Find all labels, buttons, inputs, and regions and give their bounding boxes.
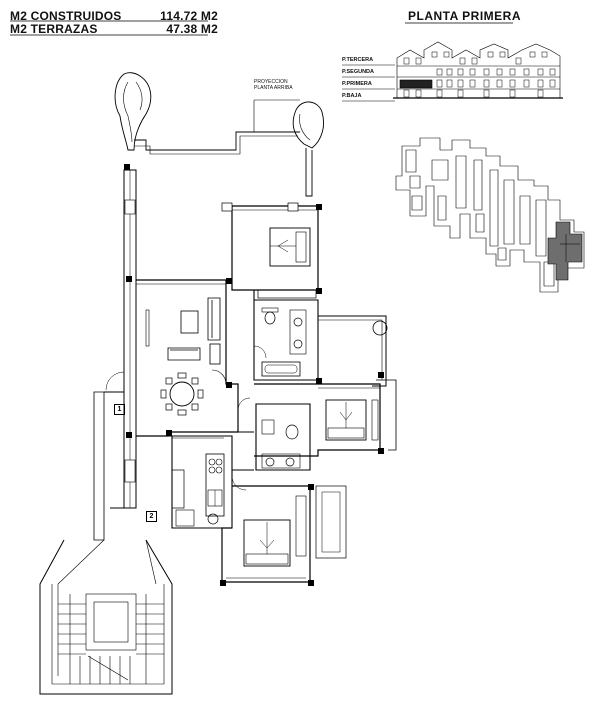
projection-note-line-2: PLANTA ARRIBA [254,85,293,91]
bed-bottom-pillow [245,553,289,565]
toilet-2 [285,424,299,440]
bedroom-bottom [221,485,347,583]
level-label-primera: P.PRIMERA [342,81,372,87]
built-area-value: 114.72 M2 [160,9,218,23]
projection-note-line-1: PROYECCION [254,79,288,85]
kitchen-counter [205,453,225,517]
stair-terrace-outline [39,539,173,695]
terrace-area-value: 47.38 M2 [166,22,218,36]
bed-middle-pillow [327,427,365,439]
curved-planter-left [114,72,152,151]
highlighted-unit-site [547,221,583,281]
living-room-walls [136,279,239,437]
bath1-door-swing [253,345,267,359]
highlighted-unit-elevation [399,79,433,89]
elevation-windows [403,51,556,98]
entrance-pillar [93,391,105,541]
bedroom-top [221,202,319,299]
dining-table [169,381,195,407]
site-blocks [405,149,555,287]
kitchen-walls [168,435,233,529]
bathroom-2 [255,403,311,471]
terrace-rail-right [305,148,313,197]
vanity-2 [261,453,301,469]
stair-steps [58,593,164,684]
summary-rules [10,20,208,36]
built-area-label: M2 CONSTRUIDOS [10,9,122,23]
hallway [231,397,254,491]
level-label-segunda: P.SEGUNDA [342,69,374,75]
entrance-wall [104,391,125,509]
elevation-outline [396,41,561,99]
main-floor-plan [39,72,397,695]
right-terrace-rail [318,315,387,387]
closet-middle [371,399,379,441]
dining-chairs [160,372,204,416]
bedroom-bottom-walls [221,485,311,583]
structural-columns [124,164,384,586]
round-planter [372,320,388,336]
cooktop [208,458,223,474]
right-terrace [318,315,397,451]
bed-bottom [243,519,291,567]
sofa-side [207,297,221,341]
entrance-marker-2: 2 [146,511,157,522]
terrace-rail-upper [134,131,300,151]
west-wall [123,169,137,509]
bathtub-1 [261,361,301,377]
bedroom-middle-walls [254,383,381,457]
basin-1b [293,339,303,349]
toilet-1 [264,311,276,325]
bathroom-2-walls [255,403,311,471]
bed-middle [325,399,367,441]
entrance-terrace [39,371,173,695]
washer [207,513,219,525]
bed-top-pillow [295,231,307,263]
basin-2b [285,457,295,467]
basin-1a [293,317,303,327]
building-elevation [342,41,563,102]
terrace-area-label: M2 TERRAZAS [10,22,98,36]
tv-unit [209,343,221,365]
vanity-1 [289,309,307,355]
site-patios [409,159,507,261]
projection-note: PROYECCION PLANTA ARRIBA [254,79,293,91]
coffee-table [180,310,199,334]
living-room [136,279,239,437]
living-door-swing [211,369,227,385]
bottom-terrace [315,485,347,559]
closet-bottom [295,495,307,557]
shower-2 [261,419,275,435]
living-window [145,309,150,347]
level-label-tercera: P.TERCERA [342,57,374,63]
floor-title: PLANTA PRIMERA [408,9,521,23]
bathroom-1 [253,290,319,381]
bedroom-middle [254,383,381,457]
utility [175,509,195,527]
upper-terrace [114,72,324,197]
basin-2a [265,457,275,467]
entry-door-swing [105,371,125,391]
kitchen-island [171,469,185,509]
closet-top [257,289,317,299]
bed-top [269,227,311,267]
level-label-baja: P.BAJA [342,93,362,99]
kitchen [168,435,233,529]
sofa [167,347,201,361]
curved-planter-right [292,101,324,149]
site-key-plan [395,137,585,293]
bathroom-1-walls [253,290,319,381]
